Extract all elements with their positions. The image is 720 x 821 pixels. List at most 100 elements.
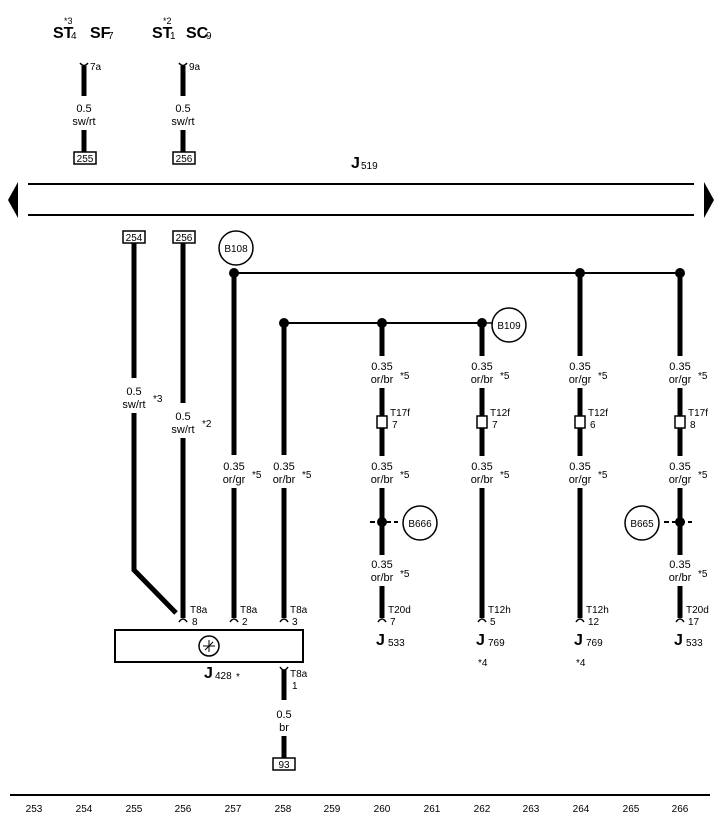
j519-bus: J 519 [8, 155, 714, 218]
j428-unit: J 428 * [114, 629, 304, 683]
t12h-pin-12: 12 [588, 617, 600, 628]
t8a-label: T8a [290, 605, 308, 616]
wire-color: br [279, 722, 289, 734]
ref-256-lower: 256 [176, 233, 193, 244]
scale-number: 265 [623, 804, 640, 815]
bus-left-arrow [8, 182, 18, 218]
note-4: *4 [478, 658, 488, 669]
wire-color: or/br [471, 474, 494, 486]
j428-note: * [236, 672, 240, 683]
wire-size: 0.5 [175, 411, 190, 423]
wire-color: sw/rt [122, 399, 145, 411]
note-3: *3 [153, 394, 163, 405]
t8a-pin-2: 2 [242, 617, 248, 628]
wire-size: 0.5 [276, 709, 291, 721]
j533-sub: 533 [686, 638, 703, 649]
wire-col-257: 0.35 or/gr *5 T8a 2 [223, 273, 262, 628]
t12f-pin: 6 [590, 420, 596, 431]
scale-number: 260 [374, 804, 391, 815]
st4-note: *3 [64, 16, 73, 26]
scale-number: 257 [225, 804, 242, 815]
j519-sub: 519 [361, 161, 378, 172]
t8a-label: T8a [290, 669, 308, 680]
wire-size: 0.35 [471, 461, 492, 473]
wire-size: 0.35 [569, 461, 590, 473]
wire-size: 0.5 [76, 103, 91, 115]
note-5: *5 [698, 470, 708, 481]
splice-dot [377, 517, 387, 527]
note-5: *5 [598, 371, 608, 382]
note-5: *5 [400, 371, 410, 382]
st1-sub: 1 [170, 31, 176, 42]
scale-number: 254 [76, 804, 93, 815]
b665-label: B665 [630, 519, 654, 530]
ref-255: 255 [77, 154, 94, 165]
scale-number: 258 [275, 804, 292, 815]
t12h-label: T12h [586, 605, 609, 616]
wire-size: 0.35 [669, 559, 690, 571]
st1-note: *2 [163, 16, 172, 26]
note-5: *5 [302, 470, 312, 481]
wire-size: 0.35 [371, 361, 392, 373]
ref-256: 256 [176, 154, 193, 165]
b665-circle [624, 505, 660, 541]
b108-circle [218, 230, 254, 266]
pin-symbol [279, 618, 289, 623]
scale-number: 259 [324, 804, 341, 815]
connector-t17f [376, 415, 388, 429]
note-5: *5 [500, 371, 510, 382]
wire-color: sw/rt [171, 116, 194, 128]
t20d-label: T20d [686, 605, 709, 616]
t17f-pin: 7 [392, 420, 398, 431]
b109-label: B109 [497, 321, 521, 332]
b109-bus: B109 [279, 307, 527, 343]
scale-number: 264 [573, 804, 590, 815]
note-5: *5 [698, 371, 708, 382]
j519-name: J [351, 155, 360, 172]
pin-symbol [178, 618, 188, 623]
st4-name: ST [53, 25, 74, 42]
t12h-label: T12h [488, 605, 511, 616]
pin-9a-label: 9a [189, 62, 201, 73]
ref-box-256 [172, 151, 196, 165]
t12f-pin: 7 [492, 420, 498, 431]
wire-size: 0.5 [126, 386, 141, 398]
pin-symbol [279, 666, 289, 671]
pin-symbol [477, 618, 487, 623]
j428-name: J [204, 665, 213, 682]
top-wire-left: 7a 0.5 sw/rt 255 [72, 62, 101, 165]
wire-color: or/br [371, 474, 394, 486]
pin-symbol [675, 618, 685, 623]
note-5: *5 [598, 470, 608, 481]
grid-scale: 253 254 255 256 257 258 259 260 261 262 … [10, 794, 710, 815]
scale-number: 256 [175, 804, 192, 815]
wire-size: 0.35 [569, 361, 590, 373]
t8a-label: T8a [190, 605, 208, 616]
t20d-pin-17: 17 [688, 617, 700, 628]
b108-bus: B108 [218, 230, 685, 278]
pin-7a-label: 7a [90, 62, 102, 73]
note-4: *4 [576, 658, 586, 669]
t20d-label: T20d [388, 605, 411, 616]
note-5: *5 [400, 470, 410, 481]
note-2: *2 [202, 419, 212, 430]
wire-color: or/br [471, 374, 494, 386]
scale-number: 266 [672, 804, 689, 815]
wire-color: or/gr [669, 374, 692, 386]
scale-number: 255 [126, 804, 143, 815]
wire-size: 0.35 [371, 461, 392, 473]
t12h-pin-5: 5 [490, 617, 496, 628]
wire-col-258: 0.35 or/br *5 T8a 3 [273, 323, 312, 628]
pin-7a-symbol [79, 62, 89, 67]
wire-size: 0.35 [273, 461, 294, 473]
wire-size: 0.35 [371, 559, 392, 571]
wire-color: sw/rt [72, 116, 95, 128]
pin-9a-symbol [178, 62, 188, 67]
j533-name: J [674, 632, 683, 649]
ref-93: 93 [278, 760, 290, 771]
scale-number: 262 [474, 804, 491, 815]
t8a-label: T8a [240, 605, 258, 616]
b108-label: B108 [224, 244, 248, 255]
j769-sub: 769 [488, 638, 505, 649]
sc9-sub: 9 [206, 31, 212, 42]
